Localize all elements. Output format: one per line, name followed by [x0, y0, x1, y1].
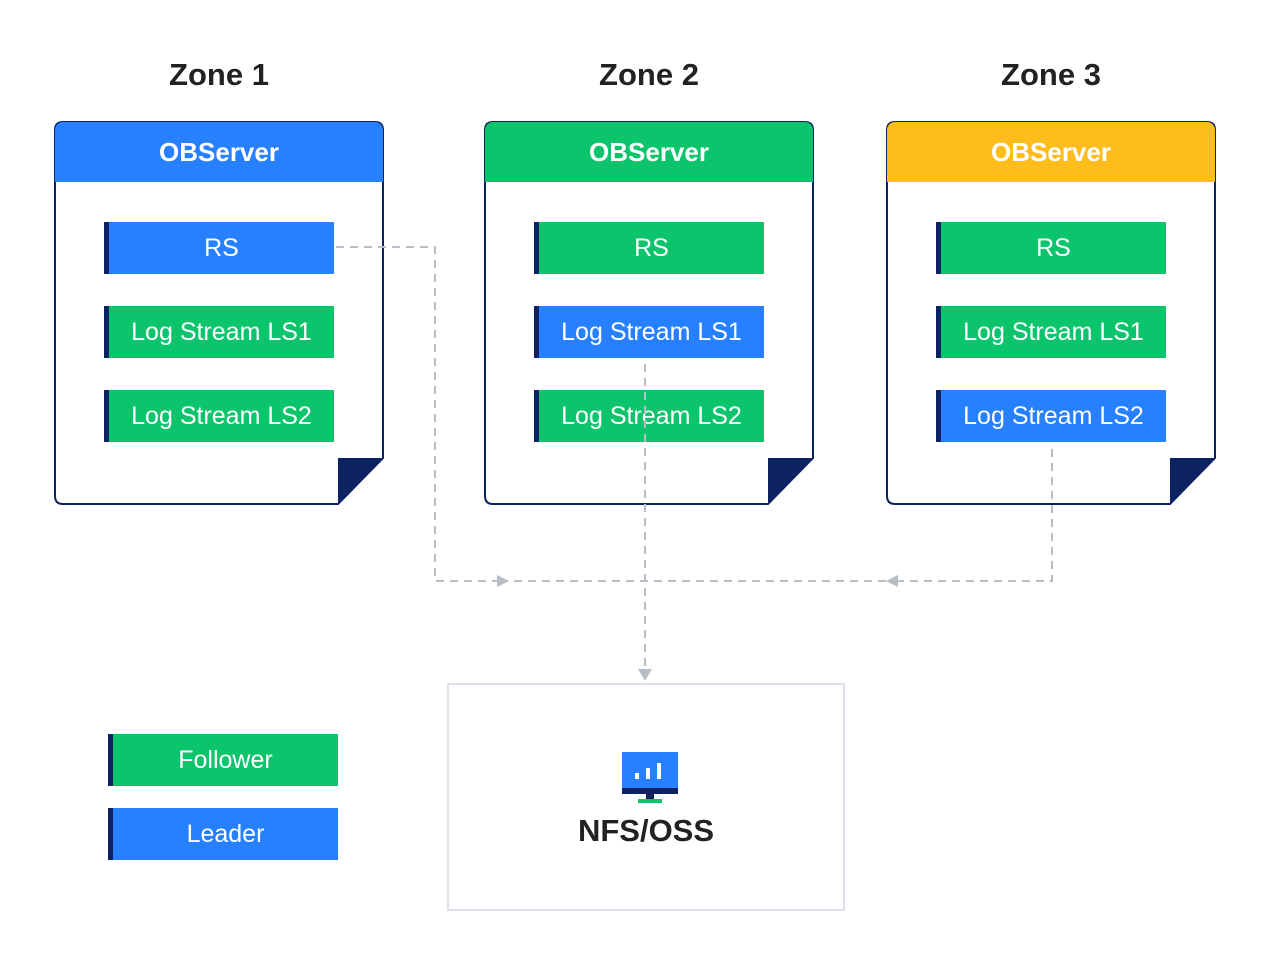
- observer-header: OBServer: [55, 122, 383, 182]
- zone-2-observer-card: OBServer RS Log Stream LS1 Log Stream LS…: [484, 121, 814, 505]
- zone-1-observer-card: OBServer RS Log Stream LS1 Log Stream LS…: [54, 121, 384, 505]
- replica-rs-follower: RS: [936, 222, 1166, 274]
- arrow-right-icon: [497, 575, 509, 587]
- monitor-chart-icon: [622, 752, 678, 803]
- replica-ls1-follower: Log Stream LS1: [936, 306, 1166, 358]
- replica-ls2-follower: Log Stream LS2: [534, 390, 764, 442]
- storage-box: NFS/OSS: [447, 683, 845, 911]
- replica-ls1-follower: Log Stream LS1: [104, 306, 334, 358]
- observer-header: OBServer: [485, 122, 813, 182]
- legend-follower: Follower: [108, 734, 338, 786]
- observer-header: OBServer: [887, 122, 1215, 182]
- storage-label: NFS/OSS: [577, 813, 715, 848]
- arrow-down-icon: [638, 669, 652, 681]
- replica-ls1-leader: Log Stream LS1: [534, 306, 764, 358]
- legend-leader: Leader: [108, 808, 338, 860]
- arrow-left-icon: [886, 575, 898, 587]
- connector-zone1-rs: [336, 246, 500, 582]
- connector-zone3-ls2: [895, 449, 1053, 582]
- zone-3-title: Zone 3: [1001, 57, 1101, 92]
- zone-1-title: Zone 1: [169, 57, 269, 92]
- replica-rs-leader: RS: [104, 222, 334, 274]
- replica-ls2-leader: Log Stream LS2: [936, 390, 1166, 442]
- zone-2-title: Zone 2: [599, 57, 699, 92]
- zone-3-observer-card: OBServer RS Log Stream LS1 Log Stream LS…: [886, 121, 1216, 505]
- replica-rs-follower: RS: [534, 222, 764, 274]
- replica-ls2-follower: Log Stream LS2: [104, 390, 334, 442]
